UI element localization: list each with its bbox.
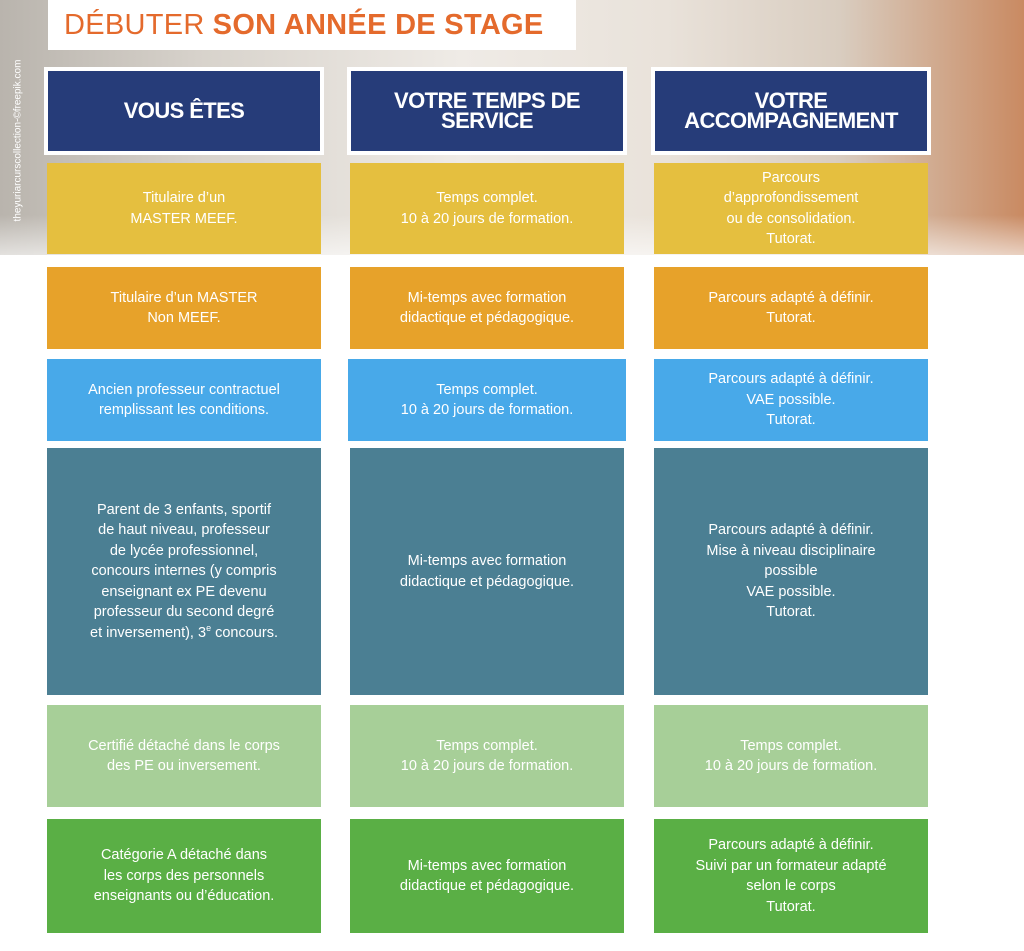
row-4-service: Mi-temps avec formation didactique et pé… [350, 448, 624, 695]
row-6-service: Mi-temps avec formation didactique et pé… [350, 819, 624, 933]
row-2-service: Mi-temps avec formation didactique et pé… [350, 267, 624, 349]
page-title-light: DÉBUTER [64, 8, 205, 41]
column-header-service: VOTRE TEMPS DE SERVICE [347, 67, 627, 155]
row-6-support: Parcours adapté à définir. Suivi par un … [654, 819, 928, 933]
row-1-profile: Titulaire d’un MASTER MEEF. [47, 163, 321, 254]
row-2-profile: Titulaire d’un MASTER Non MEEF. [47, 267, 321, 349]
row-3-support: Parcours adapté à définir. VAE possible.… [654, 359, 928, 441]
row-4-support: Parcours adapté à définir. Mise à niveau… [654, 448, 928, 695]
row-1-support: Parcours d’approfondissement ou de conso… [654, 163, 928, 254]
row-1-service: Temps complet. 10 à 20 jours de formatio… [350, 163, 624, 254]
column-header-support: VOTRE ACCOMPAGNEMENT [651, 67, 931, 155]
row-4-profile: Parent de 3 enfants, sportif de haut niv… [47, 448, 321, 695]
column-header-profile: VOUS ÊTES [44, 67, 324, 155]
photo-credit-text: theyuriarcurscollection-©freepik.com [12, 59, 24, 221]
page-title-bold: SON ANNÉE DE STAGE [212, 8, 544, 41]
page-title: DÉBUTER SON ANNÉE DE STAGE [48, 0, 576, 50]
row-5-profile: Certifié détaché dans le corps des PE ou… [47, 705, 321, 807]
row-4-profile-main: Parent de 3 enfants, sportif de haut niv… [90, 501, 277, 641]
row-4-profile-end: concours. [211, 624, 278, 641]
row-4-profile-superscript: e [206, 622, 212, 633]
row-5-service: Temps complet. 10 à 20 jours de formatio… [350, 705, 624, 807]
row-3-service: Temps complet. 10 à 20 jours de formatio… [348, 359, 626, 441]
row-5-support: Temps complet. 10 à 20 jours de formatio… [654, 705, 928, 807]
row-2-support: Parcours adapté à définir. Tutorat. [654, 267, 928, 349]
photo-credit: theyuriarcurscollection-©freepik.com [6, 40, 30, 240]
row-3-profile: Ancien professeur contractuel remplissan… [47, 359, 321, 441]
row-6-profile: Catégorie A détaché dans les corps des p… [47, 819, 321, 933]
row-4-profile-text: Parent de 3 enfants, sportif de haut niv… [90, 500, 278, 644]
